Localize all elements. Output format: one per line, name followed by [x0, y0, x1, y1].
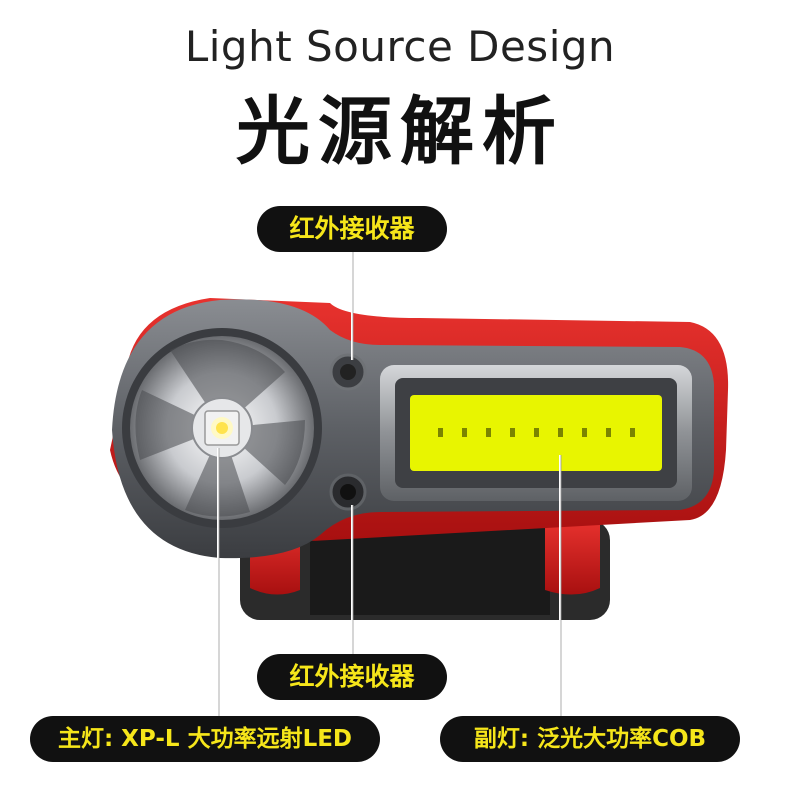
- ir-receiver-label-top: 红外接收器: [257, 206, 447, 252]
- title-chinese: 光源解析: [236, 89, 564, 175]
- ir-receiver-label-bottom: 红外接收器: [257, 654, 447, 700]
- main-led-reflector: [122, 328, 322, 528]
- head-strap: [240, 520, 610, 620]
- leader-lines: [217, 252, 561, 716]
- sub-light-label: 副灯: 泛光大功率COB: [440, 716, 740, 762]
- main-light-label: 主灯: XP-L 大功率远射LED: [30, 716, 380, 762]
- title-english: Light Source Design: [184, 22, 616, 71]
- clip-right: [545, 520, 600, 595]
- cob-light-panel: [380, 365, 692, 501]
